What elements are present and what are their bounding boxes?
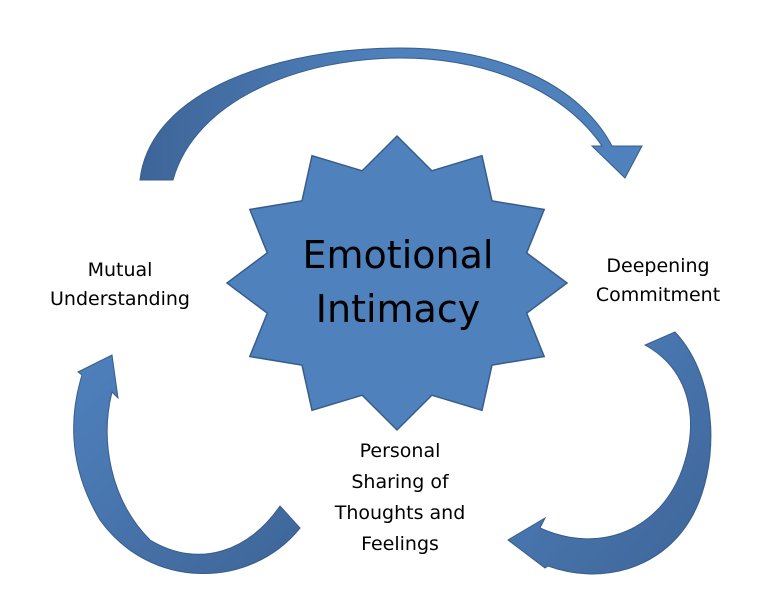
label-line: Commitment [595,284,721,306]
label-line: Personal [359,440,441,462]
label-mutual-understanding: Mutual Understanding [30,256,210,314]
center-label: Emotional Intimacy [258,228,538,336]
label-personal-sharing: Personal Sharing of Thoughts and Feeling… [300,436,500,560]
top-arrow [139,47,643,181]
center-line-2: Intimacy [315,287,481,331]
left-arrow [73,354,301,575]
label-line: Deepening [606,255,710,277]
label-line: Mutual [87,259,153,281]
center-line-1: Emotional [302,233,494,277]
label-line: Feelings [361,533,439,555]
right-arrow [507,331,712,575]
label-line: Sharing of [351,471,449,493]
label-line: Understanding [50,288,190,310]
emotional-intimacy-star [225,134,569,432]
label-line: Thoughts and [334,502,466,524]
label-deepening-commitment: Deepening Commitment [568,252,748,310]
